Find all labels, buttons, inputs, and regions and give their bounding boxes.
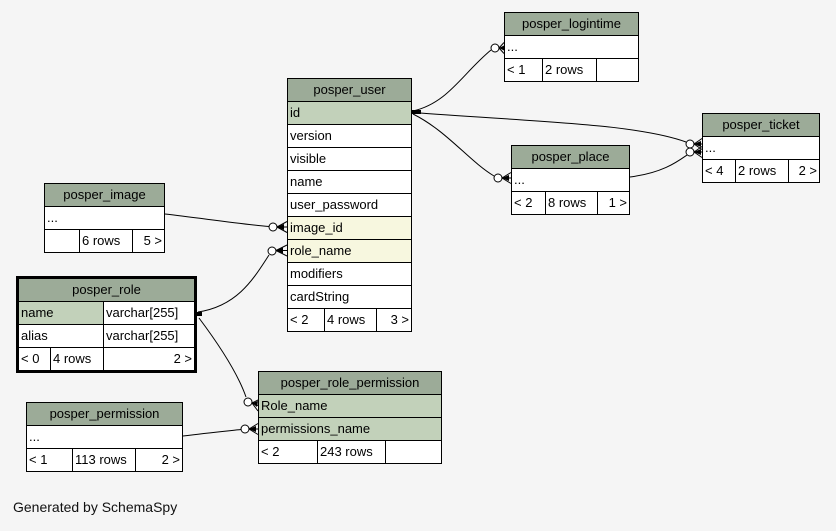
table-posper-place: posper_place ... < 2 8 rows 1 > bbox=[511, 145, 630, 215]
column-name: name bbox=[288, 170, 411, 193]
column-role-name: Role_name bbox=[259, 394, 441, 417]
anchor-role-name-icon bbox=[196, 312, 202, 316]
table-posper-image: posper_image ... 6 rows 5 > bbox=[44, 183, 165, 253]
table-posper-permission: posper_permission ... < 1 113 rows 2 > bbox=[26, 402, 183, 472]
table-posper-role-permission: posper_role_permission Role_name permiss… bbox=[258, 371, 442, 464]
footer-related-out[interactable]: 3 > bbox=[390, 312, 409, 327]
table-posper-ticket: posper_ticket ... < 4 2 rows 2 > bbox=[702, 113, 820, 183]
column-role-name: role_name bbox=[288, 239, 411, 262]
table-posper-logintime: posper_logintime ... < 1 2 rows bbox=[504, 12, 639, 82]
crowfoot-arrow-role-name-icon bbox=[276, 247, 283, 254]
table-title-posper-role-permission[interactable]: posper_role_permission bbox=[259, 372, 441, 394]
column-row-ellipsis: ... bbox=[27, 425, 182, 448]
column-row-ellipsis: ... bbox=[45, 206, 164, 229]
zero-circle-place-icon bbox=[493, 173, 503, 183]
edge-role-user bbox=[197, 254, 270, 313]
edge-user-ticket bbox=[412, 112, 687, 143]
generated-by-credit: Generated by SchemaSpy bbox=[13, 499, 178, 515]
table-title-posper-user[interactable]: posper_user bbox=[288, 79, 411, 101]
crowfoot-arrow-permissions-name-icon bbox=[249, 426, 256, 432]
crowfoot-arrow-ticket-upper-icon bbox=[694, 141, 701, 147]
table-posper-user: posper_user id version visible name user… bbox=[287, 78, 412, 332]
footer-row-count: 4 rows bbox=[325, 309, 377, 331]
footer-row-count: 8 rows bbox=[546, 192, 598, 214]
zero-circle-ticket-upper-icon bbox=[685, 139, 695, 149]
table-footer: < 1 113 rows 2 > bbox=[27, 448, 182, 471]
column-row-ellipsis: ... bbox=[703, 136, 819, 159]
zero-circle-rp-role-name-icon bbox=[243, 397, 253, 407]
column-alias: alias varchar[255] bbox=[19, 324, 194, 347]
zero-circle-ticket-lower-icon bbox=[685, 147, 695, 157]
column-visible: visible bbox=[288, 147, 411, 170]
column-name-label: name bbox=[19, 302, 104, 324]
footer-related-out[interactable]: 5 > bbox=[143, 233, 162, 248]
footer-related-in[interactable]: < 0 bbox=[19, 348, 51, 370]
column-version: version bbox=[288, 124, 411, 147]
footer-row-count: 2 rows bbox=[736, 160, 789, 182]
footer-row-count: 2 rows bbox=[543, 59, 597, 81]
zero-circle-logintime-icon bbox=[490, 43, 500, 53]
table-footer: < 1 2 rows bbox=[505, 58, 638, 81]
column-image-id: image_id bbox=[288, 216, 411, 239]
footer-related-in bbox=[45, 230, 80, 252]
footer-related-in[interactable]: < 2 bbox=[259, 441, 318, 463]
edge-permission-rolepermission bbox=[182, 429, 242, 437]
column-user-password: user_password bbox=[288, 193, 411, 216]
table-title-posper-place[interactable]: posper_place bbox=[512, 146, 629, 168]
footer-row-count: 243 rows bbox=[318, 441, 386, 463]
table-title-posper-permission[interactable]: posper_permission bbox=[27, 403, 182, 425]
footer-related-out bbox=[597, 59, 638, 81]
crowfoot-arrow-image-id-icon bbox=[277, 224, 284, 230]
table-title-posper-role[interactable]: posper_role bbox=[19, 279, 194, 301]
column-name: name varchar[255] bbox=[19, 301, 194, 324]
edge-place-ticket bbox=[629, 154, 688, 178]
column-alias-label: alias bbox=[19, 325, 104, 347]
column-permissions-name: permissions_name bbox=[259, 417, 441, 440]
column-alias-type: varchar[255] bbox=[106, 328, 179, 343]
edge-user-logintime bbox=[412, 49, 492, 112]
column-row-ellipsis: ... bbox=[505, 35, 638, 58]
table-footer: < 2 8 rows 1 > bbox=[512, 191, 629, 214]
table-footer: < 2 4 rows 3 > bbox=[288, 308, 411, 331]
footer-related-out[interactable]: 2 > bbox=[798, 163, 817, 178]
column-cardstring: cardString bbox=[288, 285, 411, 308]
footer-related-in[interactable]: < 4 bbox=[703, 160, 736, 182]
edge-user-place bbox=[412, 113, 495, 177]
footer-row-count: 113 rows bbox=[73, 449, 136, 471]
edge-image-user bbox=[164, 213, 270, 227]
column-modifiers: modifiers bbox=[288, 262, 411, 285]
footer-related-in[interactable]: < 2 bbox=[512, 192, 546, 214]
zero-circle-permissions-name-icon bbox=[240, 424, 250, 434]
table-footer: < 2 243 rows bbox=[259, 440, 441, 463]
crowfoot-arrow-rp-role-name-icon bbox=[252, 401, 258, 407]
footer-related-in[interactable]: < 2 bbox=[288, 309, 325, 331]
footer-related-out bbox=[386, 441, 441, 463]
table-title-posper-image[interactable]: posper_image bbox=[45, 184, 164, 206]
crowfoot-arrow-place-icon bbox=[502, 175, 509, 181]
column-row-ellipsis: ... bbox=[512, 168, 629, 191]
column-id: id bbox=[288, 101, 411, 124]
footer-row-count: 4 rows bbox=[51, 348, 104, 370]
crowfoot-arrow-ticket-lower-icon bbox=[694, 149, 701, 155]
zero-circle-role-name-icon bbox=[267, 246, 277, 256]
table-footer: < 0 4 rows 2 > bbox=[19, 347, 194, 370]
footer-related-in[interactable]: < 1 bbox=[27, 449, 73, 471]
footer-row-count: 6 rows bbox=[80, 230, 133, 252]
zero-circle-image-id-icon bbox=[268, 222, 278, 232]
footer-related-out[interactable]: 1 > bbox=[608, 195, 627, 210]
anchor-user-id-icon bbox=[412, 110, 421, 114]
footer-related-out[interactable]: 2 > bbox=[161, 452, 180, 467]
column-name-type: varchar[255] bbox=[106, 305, 179, 320]
table-title-posper-ticket[interactable]: posper_ticket bbox=[703, 114, 819, 136]
footer-related-in[interactable]: < 1 bbox=[505, 59, 543, 81]
table-title-posper-logintime[interactable]: posper_logintime bbox=[505, 13, 638, 35]
table-footer: < 4 2 rows 2 > bbox=[703, 159, 819, 182]
footer-related-out[interactable]: 2 > bbox=[173, 351, 192, 366]
crowfoot-arrow-logintime-icon bbox=[499, 45, 505, 51]
table-posper-role: posper_role name varchar[255] alias varc… bbox=[16, 276, 197, 373]
edge-role-rolepermission bbox=[198, 317, 247, 398]
table-footer: 6 rows 5 > bbox=[45, 229, 164, 252]
